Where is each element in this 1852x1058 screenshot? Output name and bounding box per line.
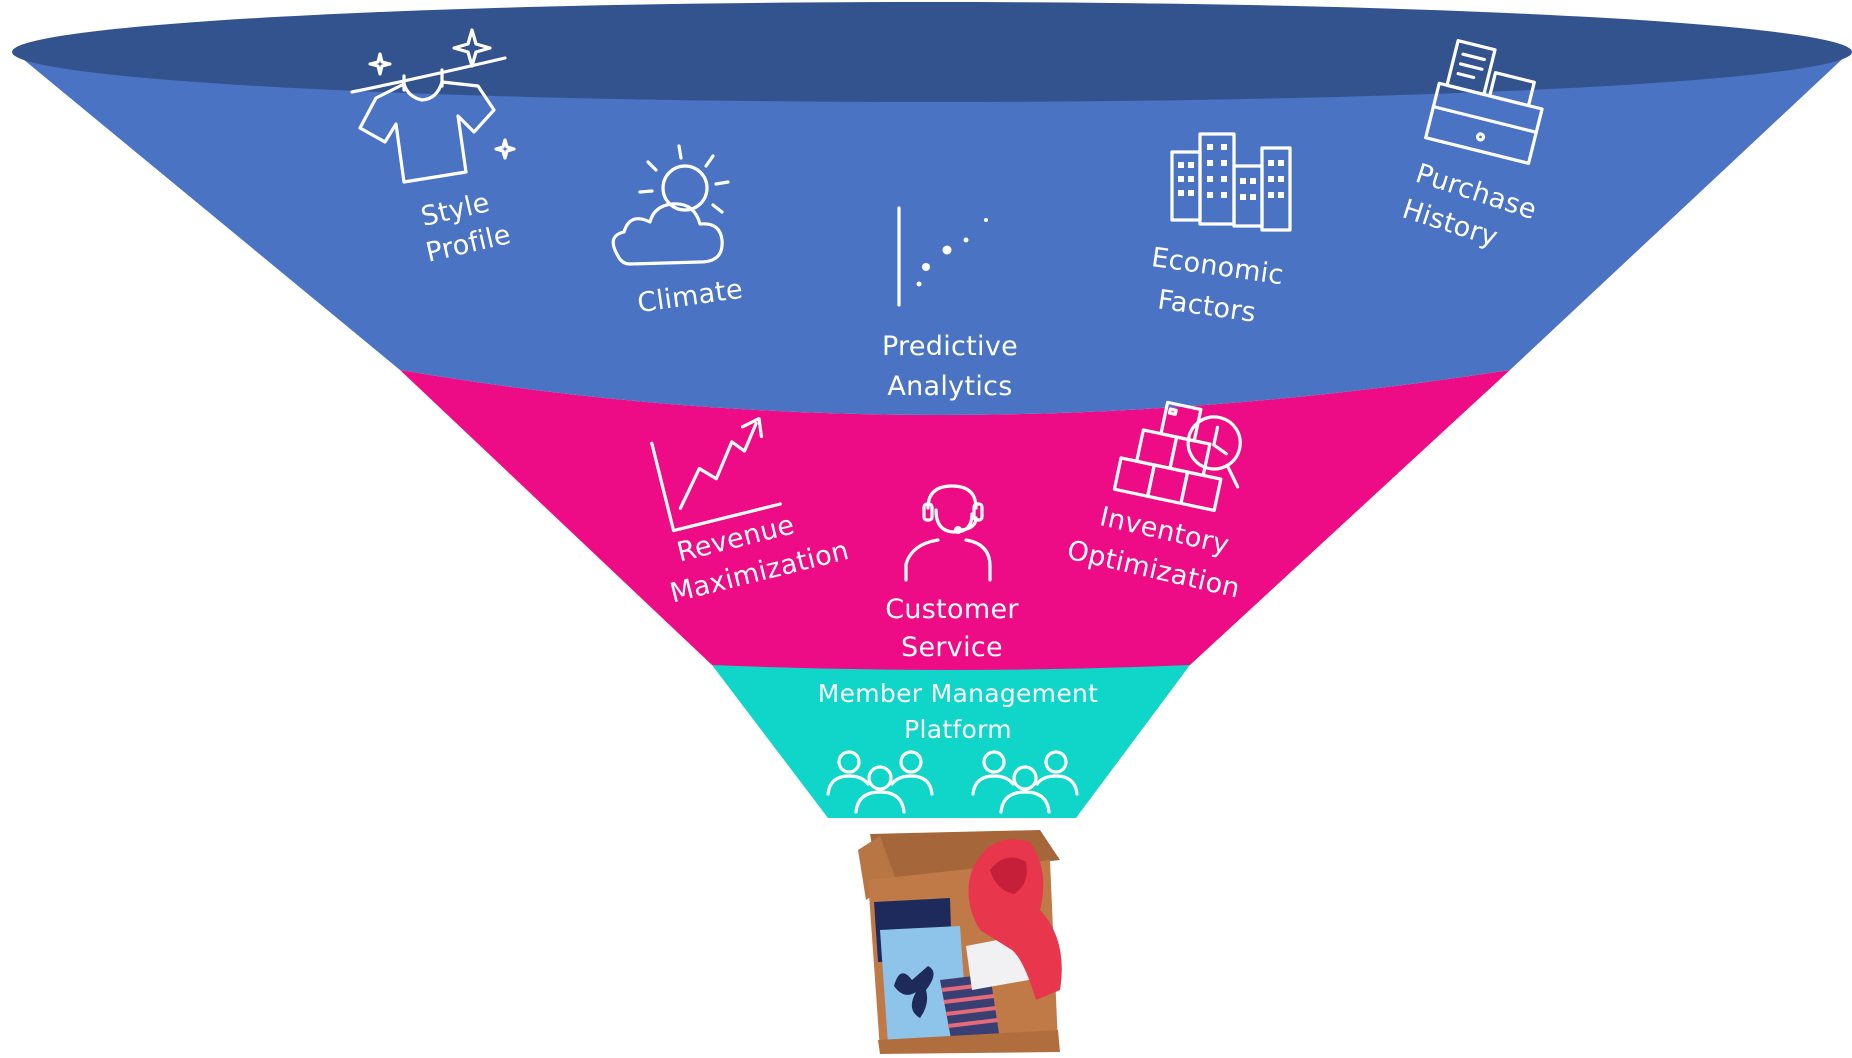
t-shirt-on-clothesline-icon [350,28,516,184]
predictive-analytics-label-line1: Predictive [882,331,1018,362]
headset-agent-icon [904,484,992,582]
boxes-with-clock-icon [1112,400,1242,513]
customer-service-label-line1: Customer [885,594,1019,625]
top-rim-ellipse [12,2,1852,102]
office-buildings-icon [1170,132,1292,232]
top-layer-shape [12,50,1852,415]
customer-service-label: Customer Service [885,594,1019,663]
cash-register-icon [1424,39,1544,165]
clothing-box-icon [858,830,1062,1054]
member-management-platform-label: Member Management Platform [818,679,1099,744]
scatter-plot-icon [897,206,988,307]
customer-service-label-line2: Service [901,632,1003,663]
member-management-label-line2: Platform [904,715,1012,744]
rising-chart-icon [650,417,782,533]
predictive-analytics-label: Predictive Analytics [882,331,1018,402]
member-management-label-line1: Member Management [818,679,1099,708]
middle-layer-shape [400,370,1510,670]
people-groups-icon [826,750,1079,814]
sun-behind-cloud-icon [611,144,730,266]
predictive-analytics-label-line2: Analytics [887,371,1012,402]
